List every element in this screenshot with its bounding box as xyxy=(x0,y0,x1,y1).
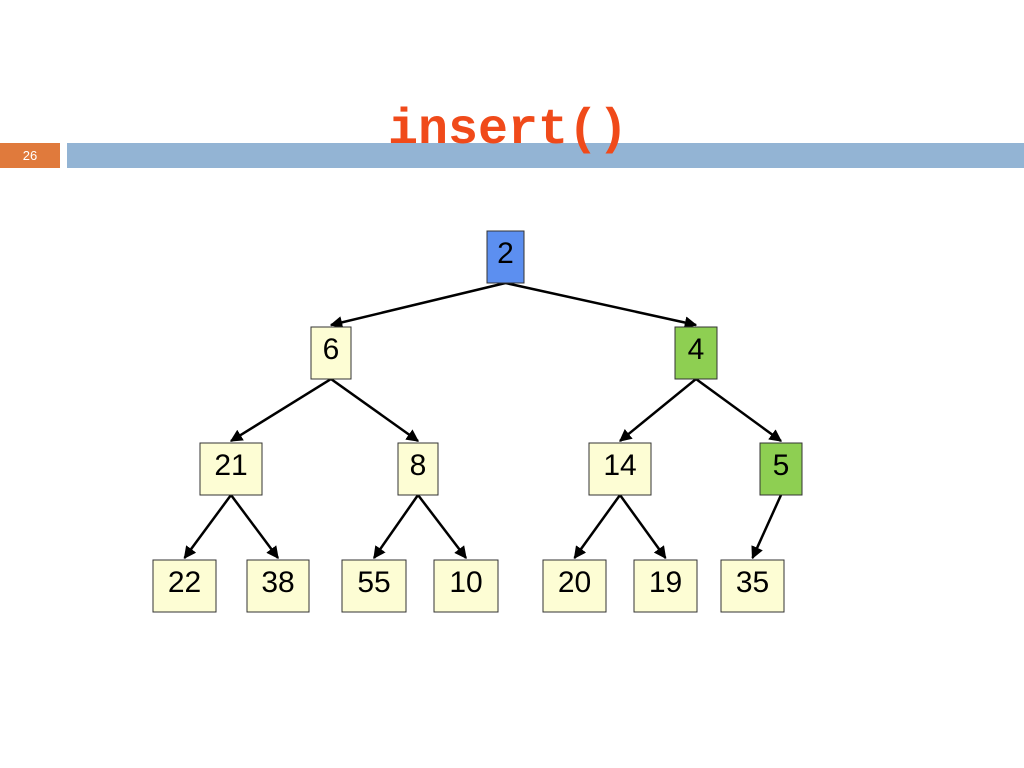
tree-node-14: 14 xyxy=(588,442,652,496)
node-value: 2 xyxy=(497,237,514,270)
edge-8-55 xyxy=(372,494,420,560)
tree-nodes: 2 6 4 21 8 14 5 22 38 55 10 20 19 35 xyxy=(152,230,803,613)
edge-4-5 xyxy=(695,377,783,443)
node-box xyxy=(720,559,785,613)
node-value: 4 xyxy=(688,333,705,366)
node-box xyxy=(397,442,439,496)
tree-node-35: 35 xyxy=(720,559,785,613)
tree-node-4: 4 xyxy=(674,326,718,380)
tree-node-22: 22 xyxy=(152,559,217,613)
edge-6-8 xyxy=(330,377,420,443)
title-bar xyxy=(67,143,1024,168)
edge-6-21 xyxy=(229,377,332,443)
node-value: 22 xyxy=(168,566,201,599)
tree-node-5: 5 xyxy=(759,442,803,496)
slide-title: insert() xyxy=(387,102,629,159)
node-box xyxy=(542,559,607,613)
node-value: 21 xyxy=(214,449,247,482)
node-value: 8 xyxy=(410,449,427,482)
tree-node-21: 21 xyxy=(199,442,263,496)
node-value: 14 xyxy=(603,449,636,482)
edge-2-4 xyxy=(505,281,698,329)
tree-edges xyxy=(183,281,783,560)
tree-node-19: 19 xyxy=(633,559,698,613)
edge-21-38 xyxy=(229,494,280,560)
node-value: 10 xyxy=(449,566,482,599)
node-value: 19 xyxy=(649,566,682,599)
edge-14-20 xyxy=(573,494,622,560)
node-value: 38 xyxy=(261,566,294,599)
edge-4-14 xyxy=(619,378,697,442)
node-value: 20 xyxy=(558,566,591,599)
edge-2-6 xyxy=(329,281,506,329)
node-box xyxy=(674,326,718,380)
tree-node-10: 10 xyxy=(433,559,499,613)
node-box xyxy=(310,326,352,380)
tree-node-8: 8 xyxy=(397,442,439,496)
node-box xyxy=(199,442,263,496)
slide-number: 26 xyxy=(0,143,60,168)
edge-8-10 xyxy=(417,494,467,559)
node-box xyxy=(341,559,407,613)
node-value: 5 xyxy=(773,449,790,482)
node-box xyxy=(152,559,217,613)
node-box xyxy=(486,230,525,284)
node-box xyxy=(246,559,310,613)
tree-node-2: 2 xyxy=(486,230,525,284)
node-box xyxy=(433,559,499,613)
node-box xyxy=(633,559,698,613)
node-value: 6 xyxy=(323,333,340,366)
node-value: 35 xyxy=(736,566,769,599)
tree-node-20: 20 xyxy=(542,559,607,613)
edge-21-22 xyxy=(183,494,233,560)
node-value: 55 xyxy=(357,566,390,599)
edge-5-35 xyxy=(751,494,783,560)
edge-14-19 xyxy=(618,494,667,560)
node-box xyxy=(588,442,652,496)
tree-node-38: 38 xyxy=(246,559,310,613)
tree-node-6: 6 xyxy=(310,326,352,380)
node-box xyxy=(759,442,803,496)
tree-node-55: 55 xyxy=(341,559,407,613)
